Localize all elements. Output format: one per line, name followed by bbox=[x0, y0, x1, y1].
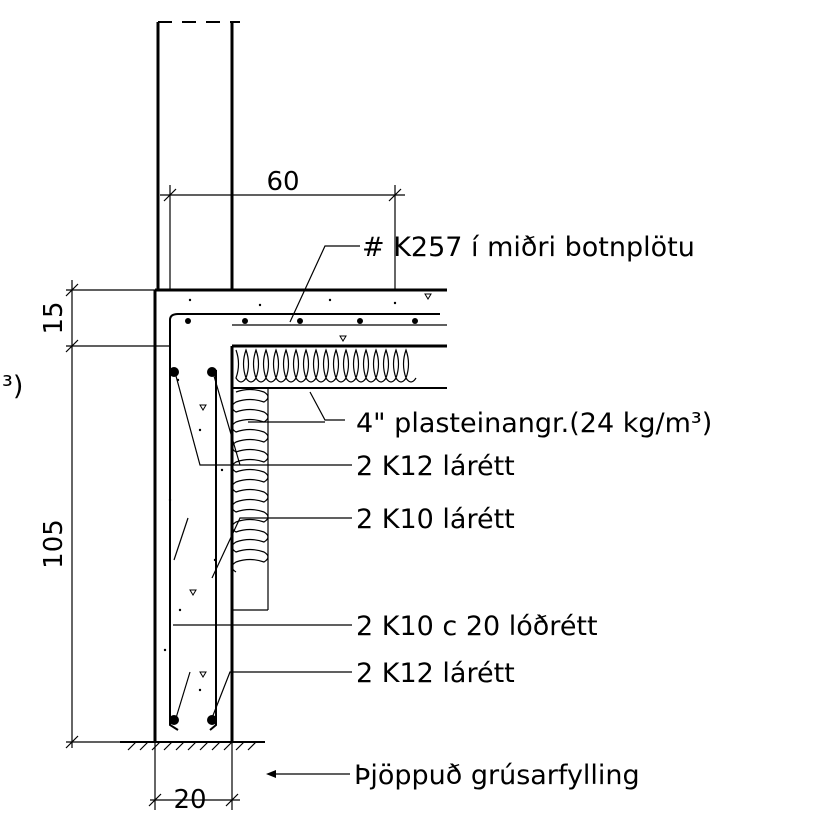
label-mesh: # K257 í miðri botnplötu bbox=[362, 232, 695, 263]
dimension-lines bbox=[65, 185, 405, 810]
label-rebar-top-horizontal: 2 K12 lárétt bbox=[356, 451, 515, 482]
dimension-20: 20 bbox=[173, 785, 206, 812]
label-fill: Þjöppuð grúsarfylling bbox=[354, 760, 640, 791]
dimension-15: 15 bbox=[39, 301, 69, 334]
label-cut-left: ³) bbox=[2, 371, 23, 402]
label-rebar-vertical: 2 K10 c 20 lóðrétt bbox=[356, 611, 598, 642]
rebar bbox=[169, 313, 440, 731]
wall-insulation bbox=[231, 388, 269, 611]
upper-wall bbox=[156, 21, 240, 290]
label-insulation: 4" plasteinangr.(24 kg/m³) bbox=[356, 408, 712, 439]
dimension-60: 60 bbox=[266, 167, 299, 197]
concrete-hatch bbox=[163, 293, 432, 692]
label-rebar-bottom-horizontal: 2 K12 lárétt bbox=[356, 658, 515, 689]
leader-lines bbox=[173, 245, 360, 778]
ground-line bbox=[120, 741, 265, 751]
label-rebar-mid-horizontal: 2 K10 lárétt bbox=[356, 504, 515, 535]
slab-insulation bbox=[232, 348, 447, 389]
concrete-outline bbox=[153, 288, 447, 742]
dimension-105: 105 bbox=[39, 519, 69, 569]
